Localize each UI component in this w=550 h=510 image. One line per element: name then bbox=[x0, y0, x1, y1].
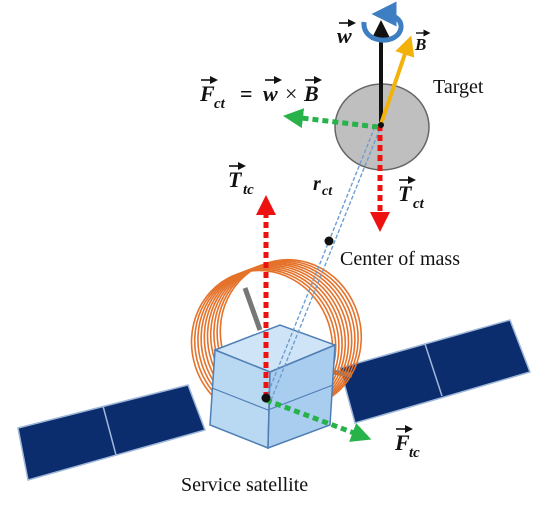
support-arm-left bbox=[242, 287, 263, 331]
svg-text:B: B bbox=[303, 81, 319, 106]
svg-text:F: F bbox=[394, 430, 410, 455]
svg-text:w: w bbox=[337, 23, 352, 48]
svg-text:ct: ct bbox=[322, 184, 333, 199]
center-of-mass-point bbox=[324, 236, 334, 246]
r-ct-line bbox=[265, 123, 382, 401]
svg-text:ct: ct bbox=[214, 96, 226, 112]
force-ct-equation: F ct = w × B bbox=[199, 76, 322, 112]
svg-text:w: w bbox=[263, 81, 278, 106]
force-tc-label: F tc bbox=[394, 425, 420, 461]
w-label: w bbox=[337, 19, 356, 48]
right-solar-panel bbox=[339, 319, 531, 424]
svg-text:=: = bbox=[240, 81, 253, 106]
force-ct-arrow bbox=[283, 108, 379, 130]
r-ct-label: r ct bbox=[313, 173, 333, 199]
center-of-mass-label: Center of mass bbox=[340, 248, 460, 270]
b-label: B bbox=[414, 29, 431, 54]
svg-text:ct: ct bbox=[413, 196, 425, 212]
satellite-center-point bbox=[261, 393, 271, 403]
svg-text:B: B bbox=[414, 35, 426, 54]
svg-text:F: F bbox=[199, 81, 215, 106]
service-satellite-label: Service satellite bbox=[181, 474, 308, 496]
svg-text:T: T bbox=[398, 181, 413, 206]
svg-text:tc: tc bbox=[243, 182, 254, 198]
b-vector-arrow bbox=[379, 35, 415, 125]
spin-arrow bbox=[361, 1, 404, 43]
target-center-point bbox=[378, 122, 384, 128]
svg-text:r: r bbox=[313, 173, 321, 195]
svg-text:×: × bbox=[285, 81, 297, 106]
svg-text:tc: tc bbox=[409, 445, 420, 461]
left-solar-panel bbox=[17, 384, 206, 481]
service-satellite-body bbox=[209, 324, 338, 450]
svg-text:T: T bbox=[228, 167, 243, 192]
torque-tc-label: T tc bbox=[228, 162, 254, 198]
force-tc-arrow bbox=[265, 397, 372, 442]
target-label: Target bbox=[433, 76, 484, 98]
torque-ct-label: T ct bbox=[398, 176, 425, 212]
